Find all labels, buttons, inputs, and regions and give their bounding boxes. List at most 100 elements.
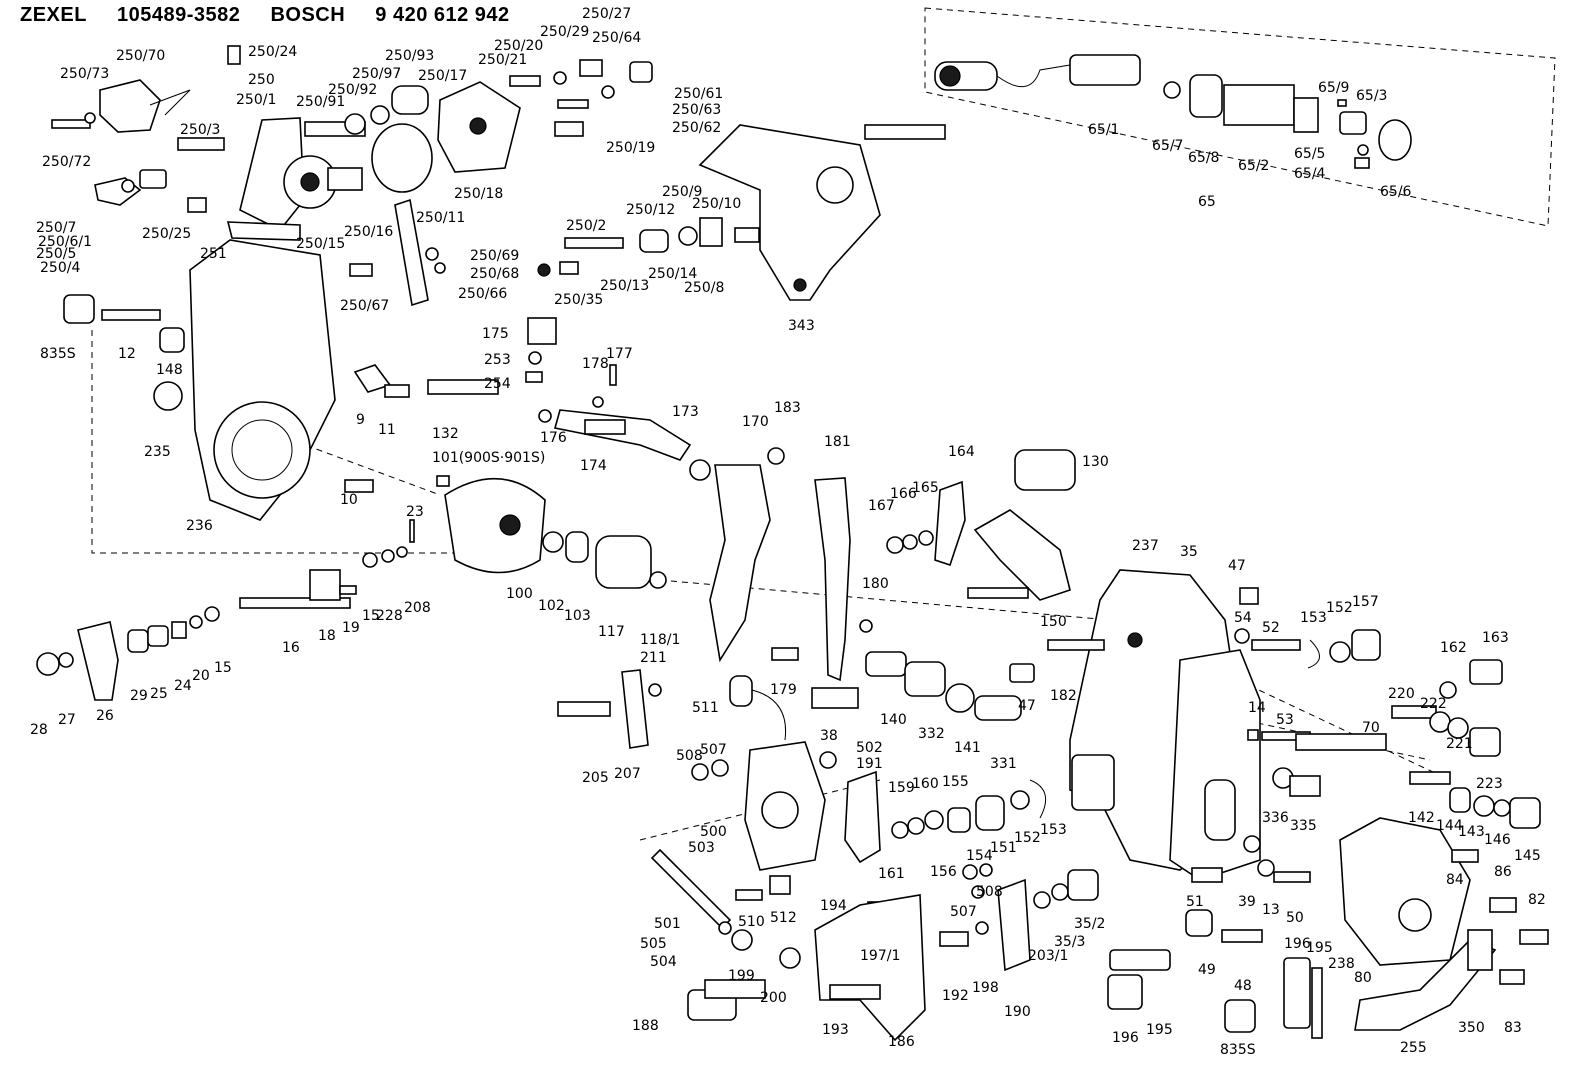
shaft-250-2 xyxy=(564,237,624,249)
label-250-64: 250/64 xyxy=(592,30,641,46)
nut-250-61 xyxy=(629,61,653,83)
ring-160 xyxy=(907,817,925,835)
flyweight-100 xyxy=(444,477,546,574)
label-10: 10 xyxy=(340,492,358,508)
label-65-5: 65/5 xyxy=(1294,146,1325,162)
screw-192 xyxy=(939,931,969,947)
washer-65-7 xyxy=(1163,81,1181,99)
lower-center-parts xyxy=(687,869,1171,1042)
nut-235 xyxy=(153,381,183,411)
cap-250-93 xyxy=(391,85,429,115)
label-11: 11 xyxy=(378,422,396,438)
label-84: 84 xyxy=(1446,872,1464,888)
label-195-a: 195 xyxy=(1306,940,1333,956)
washer-250-29 xyxy=(553,71,567,85)
label-205: 205 xyxy=(582,770,609,786)
central-stack xyxy=(811,651,1047,899)
label-350: 350 xyxy=(1458,1020,1485,1036)
label-186: 186 xyxy=(888,1034,915,1050)
ring-152-a xyxy=(1329,641,1351,663)
label-47-a: 47 xyxy=(1228,558,1246,574)
screw-65-4 xyxy=(1354,157,1370,169)
right-side-parts xyxy=(1224,659,1549,1039)
solenoid-65-1 xyxy=(1069,54,1141,86)
label-167: 167 xyxy=(868,498,895,514)
label-222: 222 xyxy=(1420,696,1447,712)
label-250-63: 250/63 xyxy=(672,102,721,118)
clip-153-a xyxy=(1307,639,1320,669)
label-250-5: 250/5 xyxy=(36,246,76,262)
label-250-1: 250/1 xyxy=(236,92,276,108)
label-166: 166 xyxy=(890,486,917,502)
label-142: 142 xyxy=(1408,810,1435,826)
label-180: 180 xyxy=(862,576,889,592)
pulley-343 xyxy=(816,166,854,204)
ring-152-b xyxy=(1010,790,1030,810)
washer-54 xyxy=(1234,628,1250,644)
washer-250-63 xyxy=(601,85,615,99)
clip-153-b xyxy=(1029,779,1047,819)
spring-142 xyxy=(1409,771,1451,785)
washer-146 xyxy=(1493,799,1511,817)
label-179: 179 xyxy=(770,682,797,698)
pin-250-67 xyxy=(349,263,373,277)
bolt-250-20 xyxy=(509,75,541,87)
washer-27 xyxy=(58,652,74,668)
governor-group xyxy=(239,475,667,609)
sub-assembly-65-outline xyxy=(924,7,1556,227)
label-236: 236 xyxy=(186,518,213,534)
ring-250-97 xyxy=(370,105,390,125)
solenoid-511 xyxy=(729,675,753,707)
label-144: 144 xyxy=(1436,818,1463,834)
screw-38 xyxy=(811,687,859,709)
label-237: 237 xyxy=(1132,538,1159,554)
header-bosch-part-number: 9 420 612 942 xyxy=(375,4,510,26)
label-80: 80 xyxy=(1354,970,1372,986)
label-250-93: 250/93 xyxy=(385,48,434,64)
wire-65 xyxy=(996,64,1071,87)
shaft-70 xyxy=(1295,733,1387,751)
ring-24 xyxy=(171,621,187,639)
leader-shaft-line xyxy=(91,330,460,554)
label-250-17: 250/17 xyxy=(418,68,467,84)
label-48: 48 xyxy=(1234,978,1252,994)
bushing-49 xyxy=(1185,909,1213,937)
label-250: 250 xyxy=(248,72,275,88)
label-117: 117 xyxy=(598,624,625,640)
bushing-29 xyxy=(127,629,149,653)
label-65-9: 65/9 xyxy=(1318,80,1349,96)
label-15-a: 15 xyxy=(362,608,380,624)
label-83: 83 xyxy=(1504,1020,1522,1036)
label-250-3: 250/3 xyxy=(180,122,220,138)
label-173: 173 xyxy=(672,404,699,420)
bracket-343-assembly xyxy=(698,124,946,301)
label-250-18: 250/18 xyxy=(454,186,503,202)
plug-157 xyxy=(1351,629,1381,661)
label-250-25: 250/25 xyxy=(142,226,191,242)
label-162: 162 xyxy=(1440,640,1467,656)
washer-167 xyxy=(886,536,904,554)
label-52: 52 xyxy=(1262,620,1280,636)
label-250-72: 250/72 xyxy=(42,154,91,170)
label-65-7: 65/7 xyxy=(1152,138,1183,154)
label-65-1: 65/1 xyxy=(1088,122,1119,138)
housing-236-inner xyxy=(231,419,293,481)
label-145: 145 xyxy=(1514,848,1541,864)
screw-11 xyxy=(384,384,410,398)
label-188: 188 xyxy=(632,1018,659,1034)
label-174: 174 xyxy=(580,458,607,474)
label-250-92: 250/92 xyxy=(328,82,377,98)
cover-250-70 xyxy=(99,79,161,133)
label-504: 504 xyxy=(650,954,677,970)
label-153-b: 153 xyxy=(1040,822,1067,838)
washer-507-a xyxy=(711,759,729,777)
label-155: 155 xyxy=(942,774,969,790)
washer-161 xyxy=(891,821,909,839)
ring-143 xyxy=(1473,795,1495,817)
label-16: 16 xyxy=(282,640,300,656)
nut-180 xyxy=(859,619,873,633)
washer-507-b xyxy=(971,885,985,899)
label-250-8: 250/8 xyxy=(684,280,724,296)
housing-151 xyxy=(975,795,1005,831)
